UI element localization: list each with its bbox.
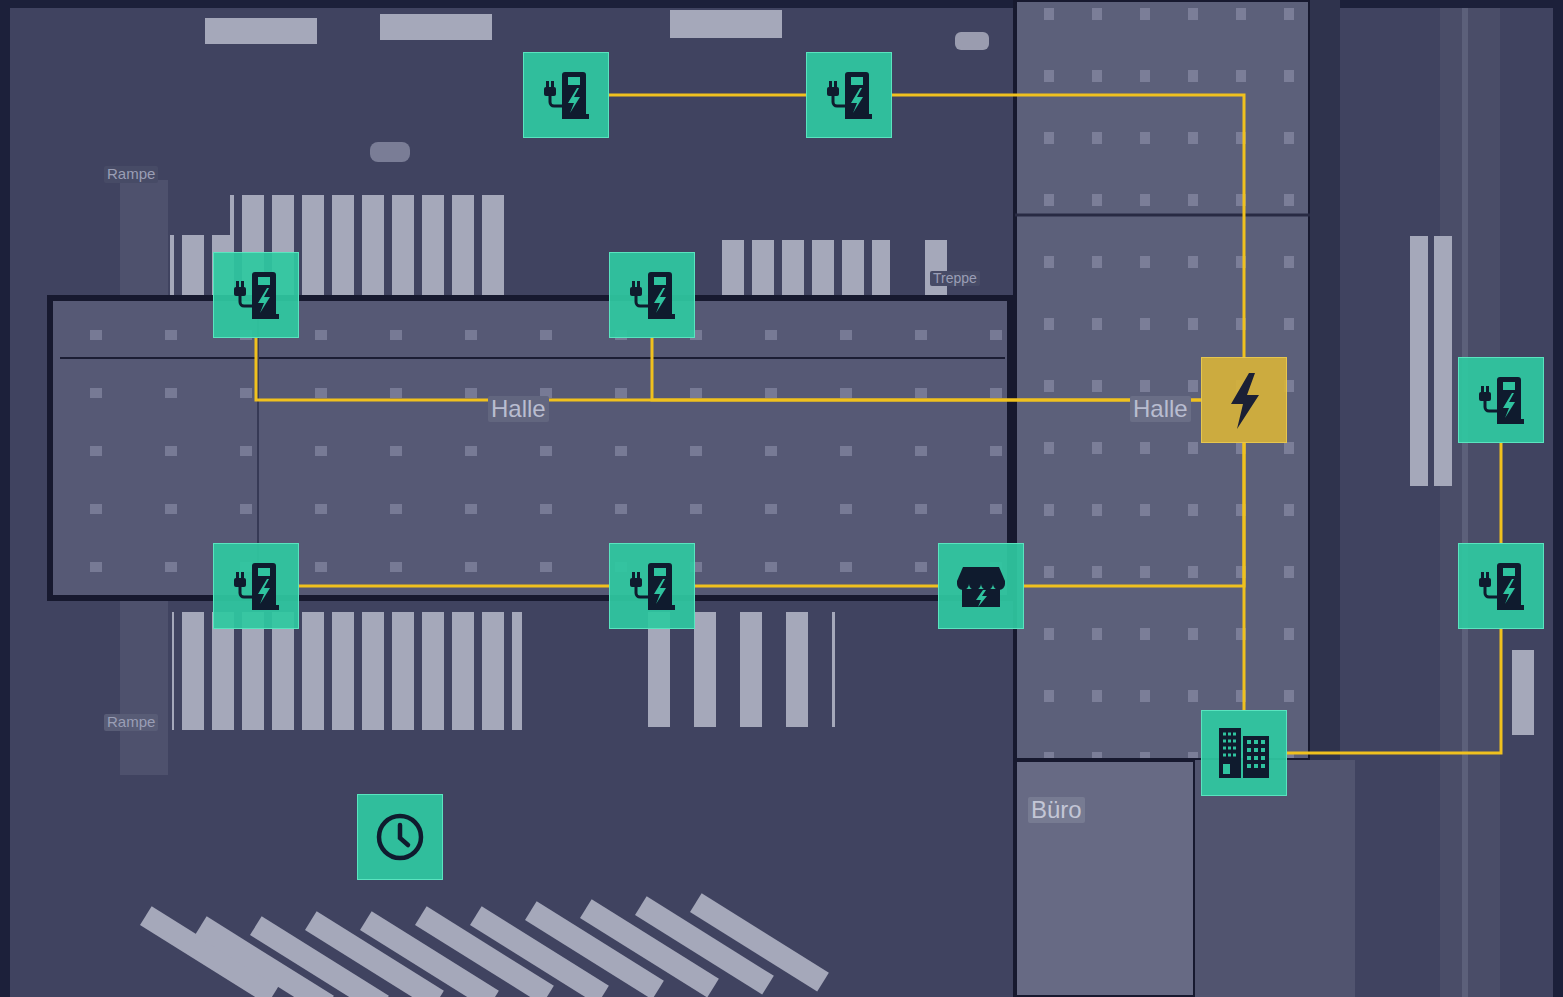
power-cable xyxy=(299,585,609,588)
power-cable xyxy=(695,585,938,588)
map-label: Treppe xyxy=(930,271,980,286)
building-icon xyxy=(1219,728,1269,778)
charger-tile xyxy=(609,252,695,338)
charger-tile xyxy=(213,543,299,629)
charger-icon xyxy=(1479,563,1524,610)
power-cable xyxy=(1500,443,1503,543)
map-label: Rampe xyxy=(104,166,158,183)
charger-tile xyxy=(1458,543,1544,629)
charger-icon xyxy=(630,563,675,610)
map-label: Halle xyxy=(488,396,549,422)
charger-icon xyxy=(630,272,675,319)
hub-tile xyxy=(1201,357,1287,443)
shop-tile xyxy=(938,543,1024,629)
map-label: Halle xyxy=(1130,396,1191,422)
charger-tile xyxy=(806,52,892,138)
power-cable xyxy=(892,95,1244,357)
map-label: Rampe xyxy=(104,714,158,731)
map-label: Büro xyxy=(1028,797,1085,823)
charger-icon xyxy=(544,72,589,119)
clock-icon xyxy=(379,816,421,858)
building-tile xyxy=(1201,710,1287,796)
charger-tile xyxy=(1458,357,1544,443)
power-cable xyxy=(609,94,806,97)
power-cable xyxy=(652,338,1201,400)
clock-tile xyxy=(357,794,443,880)
charger-icon xyxy=(234,272,279,319)
charger-icon xyxy=(827,72,872,119)
charger-tile xyxy=(609,543,695,629)
charger-icon xyxy=(234,563,279,610)
power-cable xyxy=(1024,443,1244,586)
power-icon xyxy=(1231,373,1259,429)
charger-tile xyxy=(523,52,609,138)
power-cable xyxy=(1287,629,1501,753)
power-cable xyxy=(1243,443,1246,710)
shop-charger-icon xyxy=(957,567,1005,607)
charger-tile xyxy=(213,252,299,338)
power-cable xyxy=(256,338,1201,400)
charger-icon xyxy=(1479,377,1524,424)
